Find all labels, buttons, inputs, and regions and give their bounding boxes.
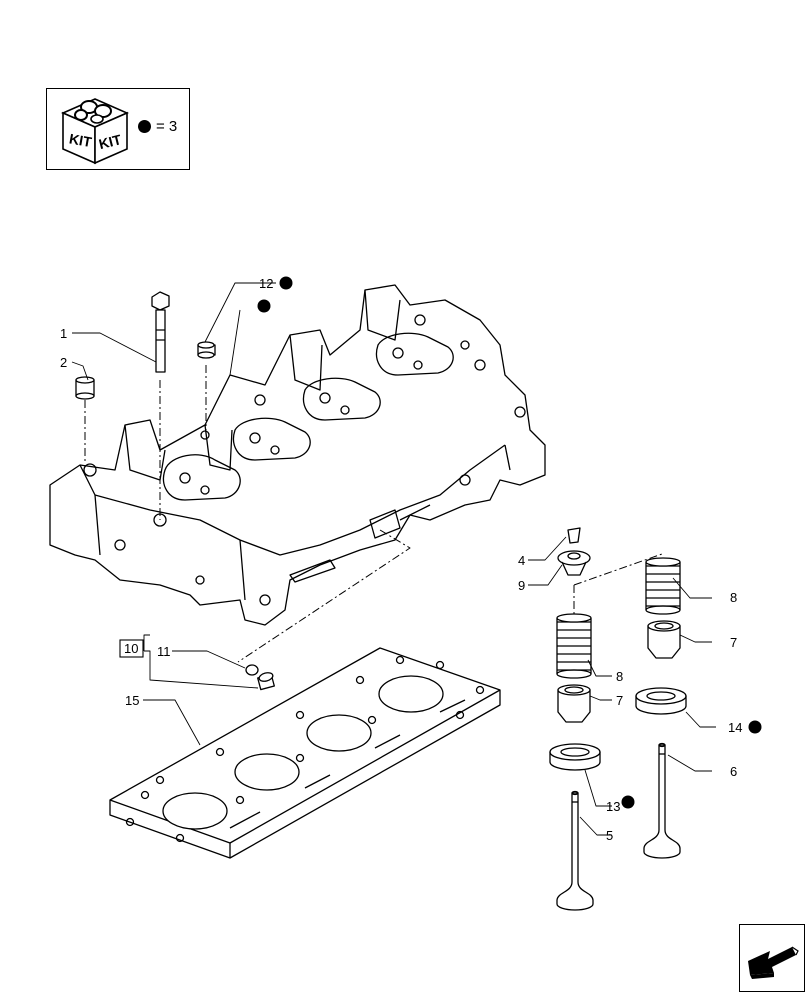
kit-dot-icon — [748, 720, 762, 734]
callout-10: 10 — [124, 641, 138, 656]
valve-spring-right — [645, 557, 681, 615]
callout-15: 15 — [125, 693, 139, 708]
callout-8-left: 8 — [616, 669, 623, 684]
kit-dot-icon — [257, 299, 271, 313]
cylinder-head — [49, 284, 546, 626]
kit-dot-icon — [138, 120, 151, 133]
kit-quantity-text: = 3 — [156, 118, 178, 135]
callout-8-right: 8 — [730, 590, 737, 605]
kit-dot-icon — [279, 276, 293, 290]
plug — [75, 376, 95, 400]
kit-dot-icon — [621, 795, 635, 809]
callout-1: 1 — [60, 326, 67, 341]
stem-seal-left — [557, 684, 591, 723]
kit-label-left: KIT — [68, 130, 93, 150]
next-page-button[interactable] — [739, 924, 805, 992]
callout-9: 9 — [518, 578, 525, 593]
leader-lines — [71, 282, 716, 836]
callout-14: 14 — [728, 720, 742, 735]
kit-legend: KIT KIT — [46, 88, 190, 170]
dowel-cap — [197, 341, 216, 359]
callout-7-left: 7 — [616, 693, 623, 708]
callout-10-box — [119, 639, 144, 658]
next-page-arrow-icon — [748, 946, 799, 979]
kit-dots — [257, 276, 762, 809]
valve-spring-left — [556, 613, 592, 679]
valve-seat-exhaust — [635, 687, 687, 715]
callout-6: 6 — [730, 764, 737, 779]
callout-11: 11 — [157, 644, 171, 659]
head-gasket — [109, 647, 501, 859]
valve-seat-intake — [549, 743, 601, 771]
callout-7-right: 7 — [730, 635, 737, 650]
valve-keeper — [567, 527, 581, 544]
callout-13: 13 — [606, 799, 620, 814]
callout-4: 4 — [518, 553, 525, 568]
oring-and-plug — [245, 664, 275, 691]
intake-valve — [556, 790, 594, 911]
callout-labels: 1 2 12 4 9 8 7 8 7 14 6 13 5 11 15 10 — [60, 276, 742, 843]
alignment-lines — [84, 365, 663, 663]
spring-retainer — [557, 550, 591, 576]
stem-seal-right — [647, 620, 681, 659]
exhaust-valve — [643, 742, 681, 859]
kit-quantity-note: = 3 — [138, 118, 177, 135]
callout-12: 12 — [259, 276, 273, 291]
kit-label-right: KIT — [97, 131, 123, 152]
head-bolt — [151, 291, 170, 373]
callout-2: 2 — [60, 355, 67, 370]
kit-box-icon: KIT KIT — [61, 98, 129, 165]
callout-5: 5 — [606, 828, 613, 843]
